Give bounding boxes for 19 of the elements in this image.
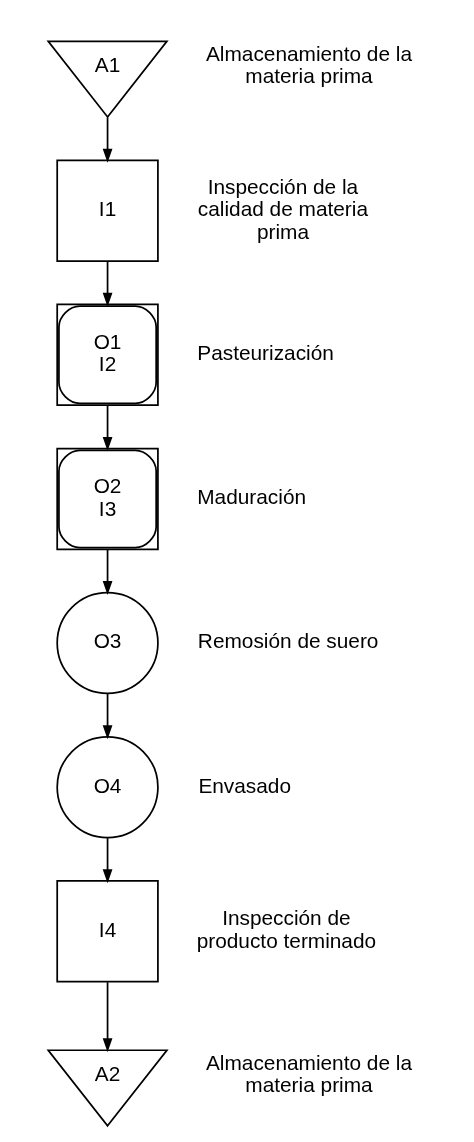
arrow xyxy=(102,837,112,884)
node-label: Inspección de producto terminado xyxy=(196,906,376,952)
arrow xyxy=(102,260,112,307)
node-label: Envasado xyxy=(197,773,291,797)
node-label: Maduración xyxy=(196,485,306,509)
node-label: Inspección de la calidad de materia prima xyxy=(197,174,368,243)
node-circle: O3 xyxy=(55,591,159,695)
node-label: Remosión de suero xyxy=(197,629,378,653)
arrow xyxy=(102,981,112,1053)
arrow xyxy=(102,116,112,163)
arrow xyxy=(102,404,112,451)
node-label: Pasteurización xyxy=(196,341,334,365)
node-box: I4 xyxy=(55,880,159,983)
node-label: Almacenamiento de la materia prima xyxy=(205,1050,412,1097)
node-label: Almacenamiento de la materia prima xyxy=(205,41,412,88)
node-box: I1 xyxy=(55,159,159,262)
node-circle: O4 xyxy=(55,735,159,839)
arrow xyxy=(102,549,112,596)
arrow xyxy=(102,693,112,740)
